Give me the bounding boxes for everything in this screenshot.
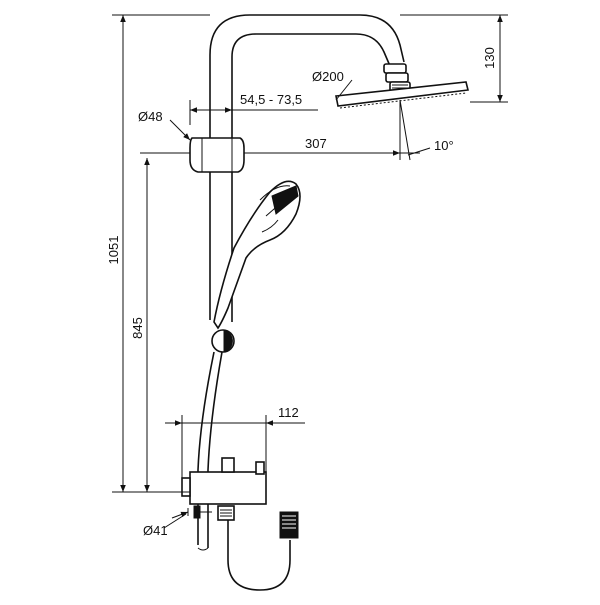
total-height-dimension <box>112 14 210 493</box>
overhead-shower-head <box>335 81 469 109</box>
tilt-angle-dimension <box>399 99 431 161</box>
bracket-range-label: 54,5 - 73,5 <box>240 92 302 107</box>
tilt-angle-label: 10° <box>434 138 454 153</box>
head-diameter-label: Ø200 <box>312 69 344 84</box>
mixer-depth-label: 112 <box>278 405 299 420</box>
arm-reach-label: 307 <box>305 136 327 151</box>
wall-holder-joint <box>211 329 235 353</box>
head-drop-dimension <box>400 14 508 103</box>
head-diameter-dimension <box>335 79 353 101</box>
slider-bracket <box>189 137 245 173</box>
head-drop-label: 130 <box>482 47 497 69</box>
inlet-diameter-dimension <box>171 508 212 519</box>
mixer-depth-dimension <box>165 415 305 478</box>
riser-pipe <box>209 14 405 322</box>
mixer-body <box>181 457 267 519</box>
shower-hose <box>197 351 291 591</box>
hose-connector <box>217 505 235 521</box>
pipe-diameter-label: Ø48 <box>138 109 163 124</box>
hose-nut <box>279 511 299 539</box>
bracket-range-dimension <box>189 100 318 125</box>
total-height-label: 1051 <box>106 236 121 265</box>
inlet-diameter-label: Ø41 <box>143 523 168 538</box>
hand-shower <box>213 180 301 330</box>
lower-height-label: 845 <box>130 317 145 339</box>
